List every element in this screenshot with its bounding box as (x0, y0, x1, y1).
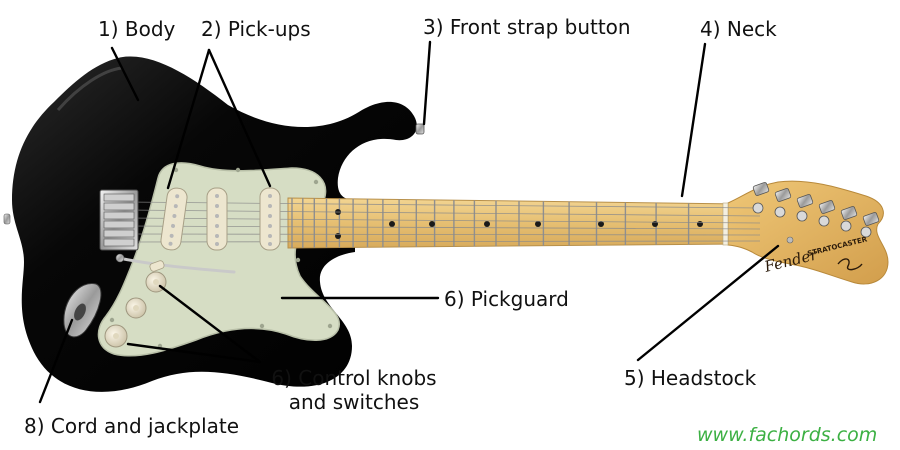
label-headstock: 5) Headstock (624, 366, 757, 390)
leader-line-knobs (158, 284, 262, 364)
leader-line-pickup-bridge (166, 48, 211, 190)
label-pickups: 2) Pick-ups (201, 17, 311, 41)
frets (291, 198, 690, 248)
site-credit: www.fachords.com (697, 424, 878, 446)
tremolo-bridge (99, 189, 139, 251)
tuning-pegs (752, 182, 880, 244)
body-highlight (56, 66, 123, 111)
leader-lines (38, 40, 780, 404)
leader-line-body (110, 46, 140, 102)
label-cord-jackplate: 8) Cord and jackplate (24, 414, 240, 438)
leader-line-switches (126, 342, 262, 364)
control-knob-3 (104, 324, 128, 348)
pickup-bridge (160, 187, 188, 251)
label-control-knobs-line1: 6) Control knobs (271, 366, 437, 390)
control-knob-2 (125, 297, 147, 319)
strap-button (415, 123, 425, 135)
tremolo-arm-socket (115, 253, 125, 263)
label-front-strap-button: 3) Front strap button (423, 15, 631, 39)
leader-line-strap-button (422, 40, 432, 126)
pickup-neck (259, 187, 281, 251)
rear-strap-button (3, 213, 11, 225)
label-body: 1) Body (98, 17, 176, 41)
label-neck: 4) Neck (700, 17, 777, 41)
label-pickguard: 6) Pickguard (444, 287, 569, 311)
leader-line-headstock (636, 244, 780, 362)
headstock-signature (837, 258, 863, 271)
guitar-neck (287, 180, 889, 285)
leader-line-pickup-neck (207, 48, 272, 188)
jack-plate (63, 283, 102, 338)
label-control-knobs-line2: and switches (288, 390, 420, 414)
leader-line-jack (38, 318, 74, 404)
pickup-middle (206, 187, 228, 251)
leader-line-neck (680, 42, 707, 198)
strings (123, 201, 761, 243)
selector-switch (149, 260, 165, 272)
